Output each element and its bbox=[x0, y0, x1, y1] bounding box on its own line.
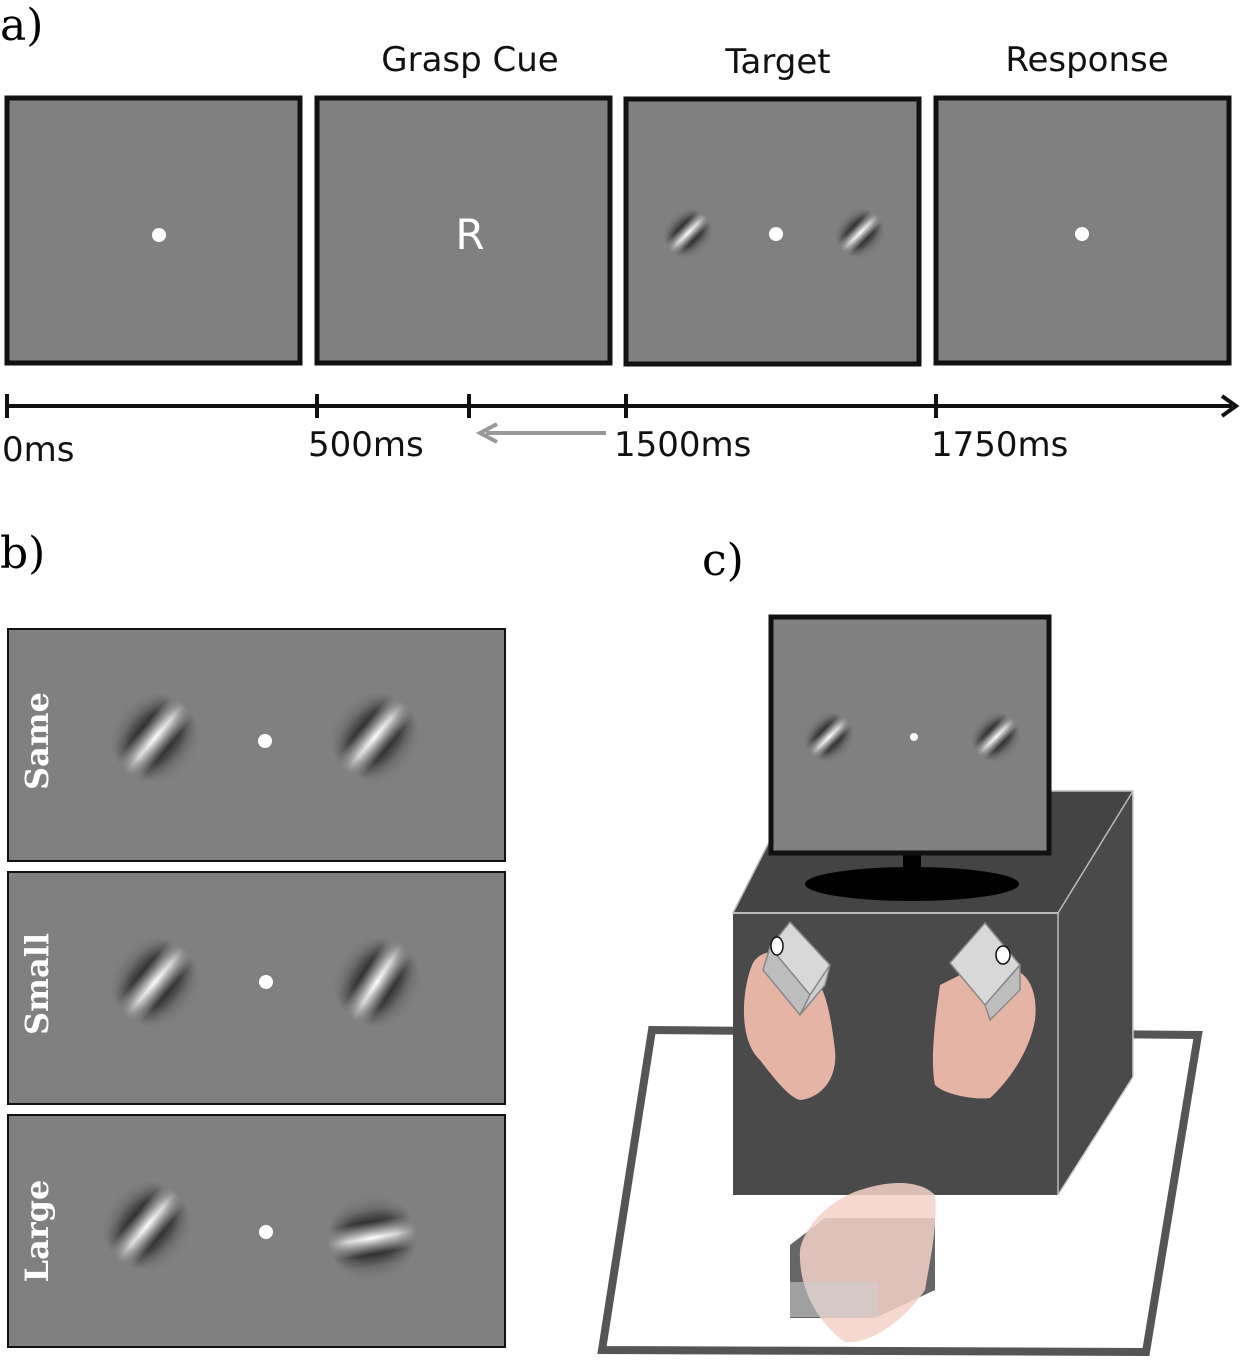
frame-grasp-cue bbox=[314, 95, 613, 366]
resting-hand bbox=[790, 1183, 936, 1343]
monitor-stand-base bbox=[805, 867, 1019, 901]
jitter-arrow bbox=[475, 422, 606, 444]
fixation-dot bbox=[910, 733, 918, 741]
frame-response bbox=[933, 95, 1232, 366]
fixation-dot bbox=[1075, 227, 1089, 241]
fixation-dot bbox=[258, 734, 272, 748]
frame-fixation bbox=[4, 95, 303, 366]
fixation-dot bbox=[152, 228, 166, 242]
timeline-label-0ms: 0ms bbox=[2, 430, 75, 470]
right-hand-cube bbox=[932, 921, 1036, 1099]
frame-title-grasp-cue: Grasp Cue bbox=[381, 40, 559, 80]
timeline-axis bbox=[5, 394, 1240, 418]
left-hand-cube bbox=[743, 920, 836, 1100]
panel-label-c: c) bbox=[702, 535, 744, 586]
frame-target bbox=[623, 96, 922, 367]
fixation-dot bbox=[259, 1225, 273, 1239]
timeline-label-500ms: 500ms bbox=[308, 425, 424, 465]
row-label-same: Same bbox=[18, 691, 56, 791]
monitor-stand-neck bbox=[903, 850, 921, 880]
row-label-small: Small bbox=[18, 932, 56, 1036]
monitor bbox=[768, 614, 1052, 901]
row-same bbox=[7, 628, 506, 862]
row-large bbox=[7, 1114, 506, 1348]
panel-label-b: b) bbox=[0, 528, 46, 579]
frame-title-target: Target bbox=[725, 42, 831, 82]
row-small bbox=[7, 871, 506, 1105]
timeline-label-1750ms: 1750ms bbox=[931, 425, 1069, 465]
panel-label-a: a) bbox=[0, 0, 44, 51]
fixation-dot bbox=[769, 227, 783, 241]
timeline-label-1500ms: 1500ms bbox=[614, 425, 752, 465]
frame-title-response: Response bbox=[1005, 40, 1169, 80]
fixation-dot bbox=[259, 975, 273, 989]
row-label-large: Large bbox=[18, 1179, 56, 1283]
grasp-cue-letter: R bbox=[455, 210, 485, 259]
